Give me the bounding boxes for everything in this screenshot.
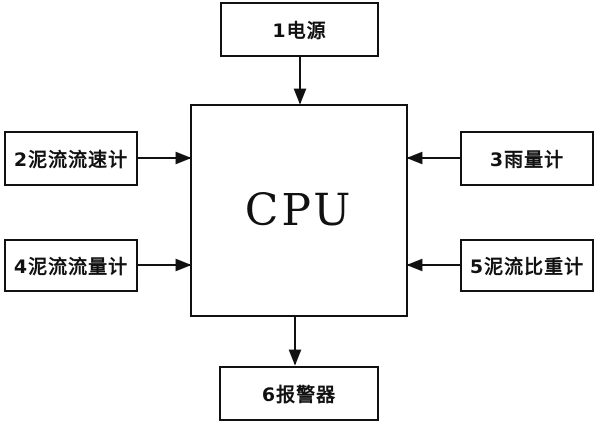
mud-density-label: 5泥流比重计	[469, 256, 585, 278]
mud-density-block: 5泥流比重计	[460, 239, 594, 292]
mud-velocity-block: 2泥流流速计	[4, 131, 138, 186]
mud-flow-meter-block: 4泥流流量计	[4, 239, 138, 292]
mud-flow-meter-label: 4泥流流量计	[13, 256, 129, 278]
alarm-label: 6报警器	[261, 384, 337, 406]
rain-gauge-label: 3雨量计	[489, 149, 565, 171]
power-block: 1电源	[220, 2, 379, 57]
cpu-label: CPU	[244, 185, 354, 236]
rain-gauge-block: 3雨量计	[460, 131, 594, 186]
mud-velocity-label: 2泥流流速计	[13, 149, 129, 171]
cpu-block: CPU	[190, 104, 408, 317]
alarm-block: 6报警器	[219, 366, 379, 421]
power-label: 1电源	[272, 20, 327, 42]
